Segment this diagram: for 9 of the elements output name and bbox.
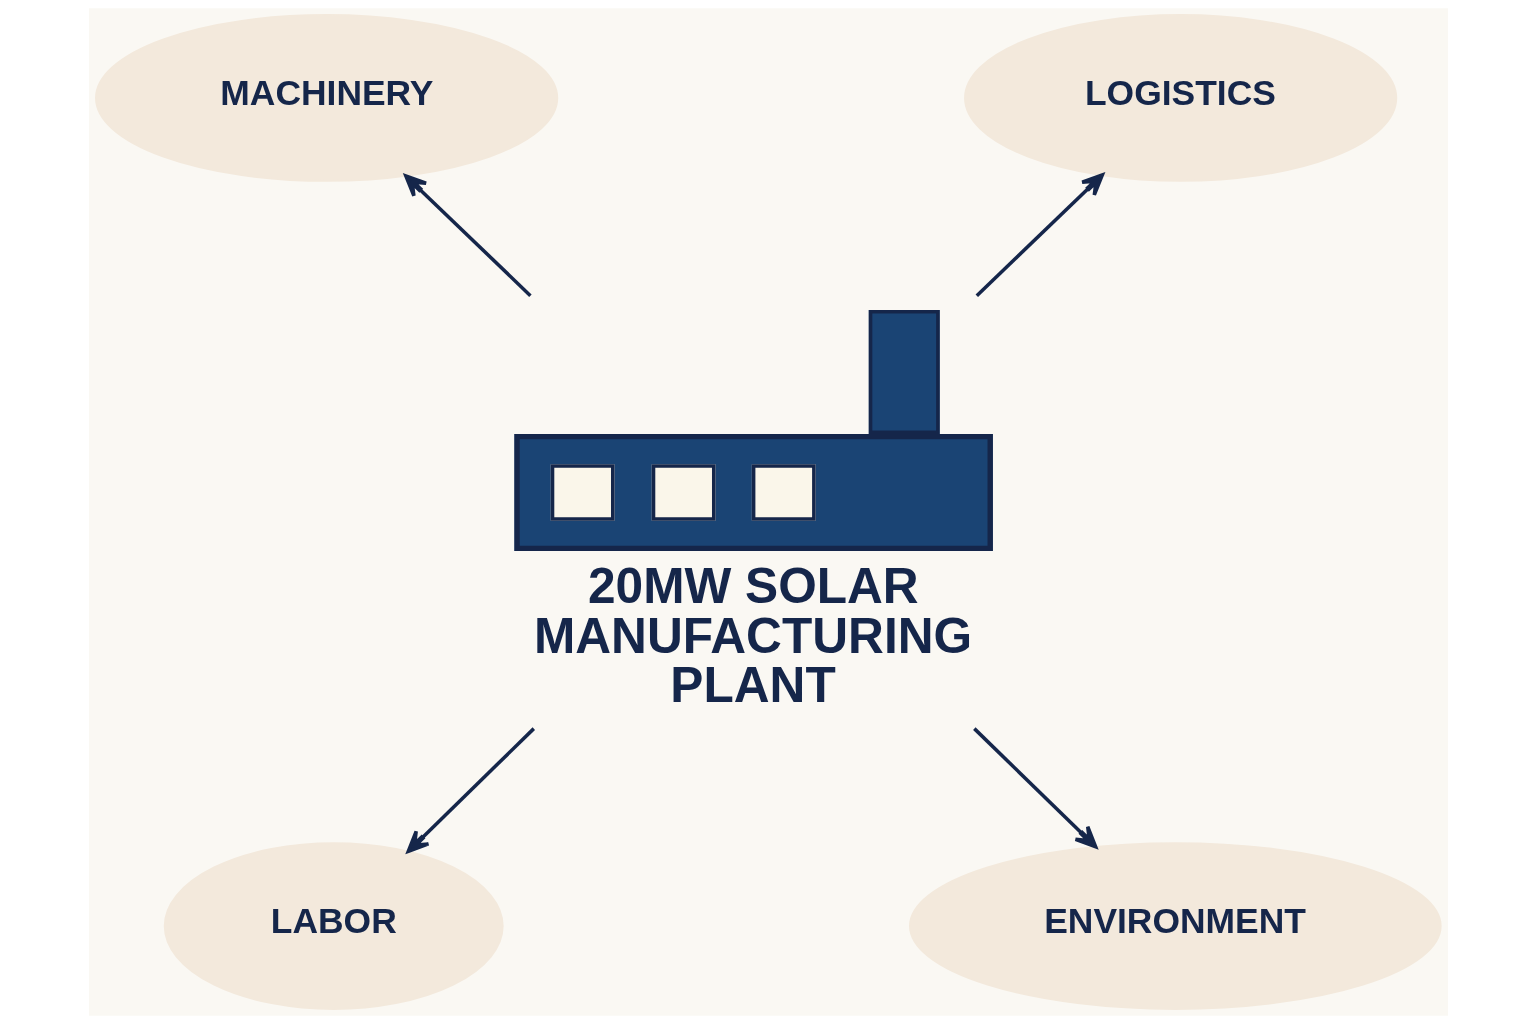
arrow [972, 727, 1097, 849]
node-ellipse: LOGISTICS [963, 14, 1397, 182]
arrow [403, 174, 532, 297]
node-ellipse: MACHINERY [94, 14, 558, 182]
arrow [975, 173, 1104, 297]
node-label: 20MW SOLAR MANUFACTURING PLANT [533, 558, 972, 714]
node-ellipse: LABOR [163, 842, 504, 1010]
node-ellipse: ENVIRONMENT [908, 842, 1442, 1010]
arrow [406, 727, 535, 854]
